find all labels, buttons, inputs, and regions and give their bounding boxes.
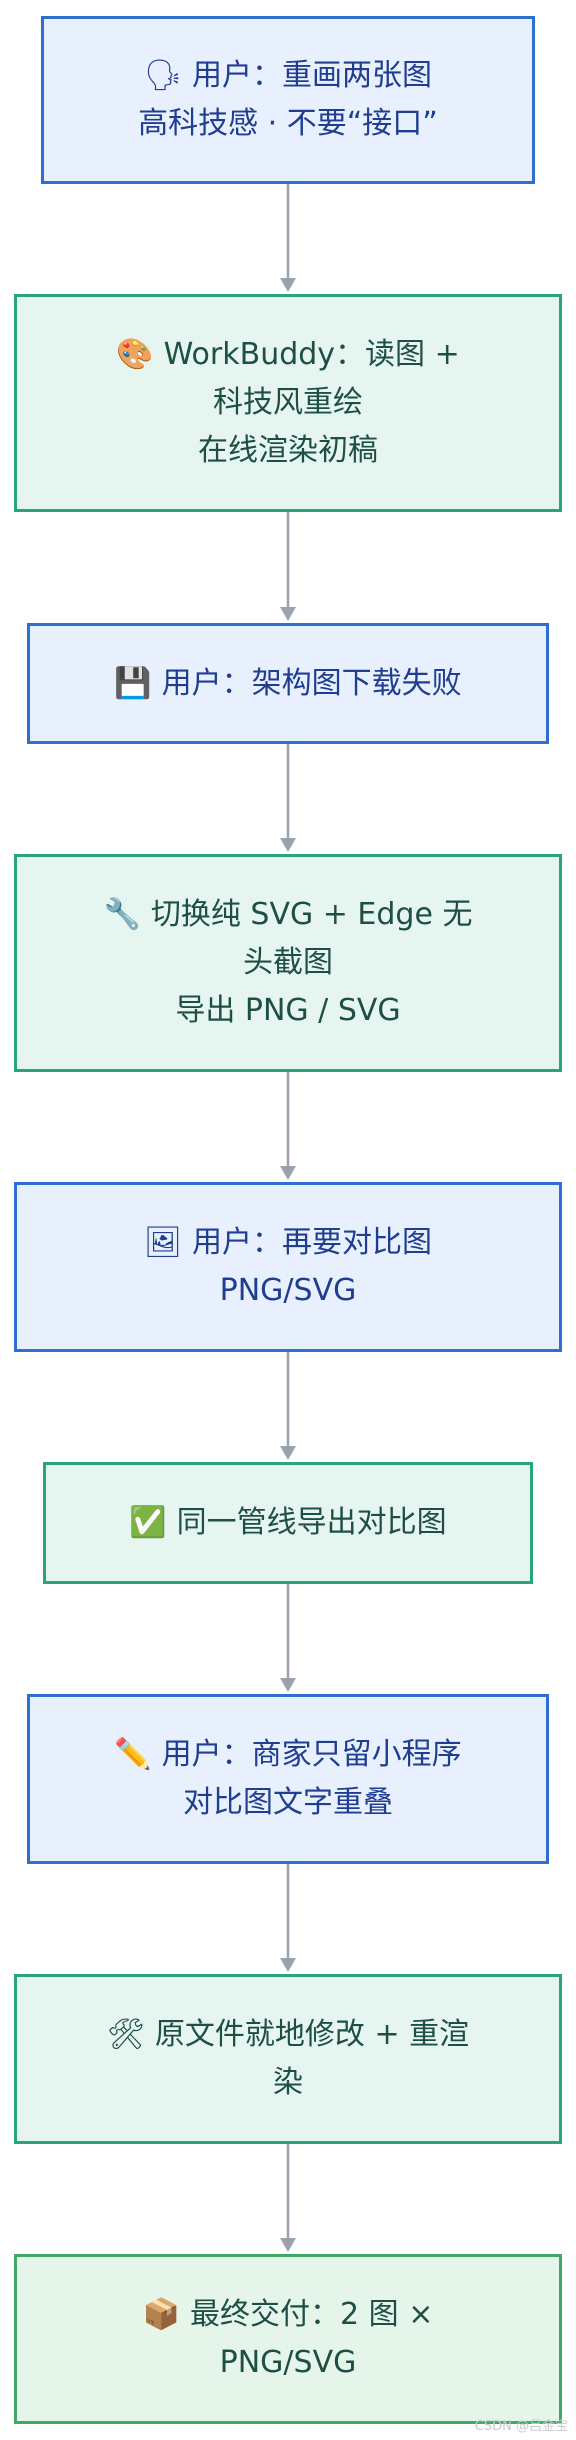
connector-arrowhead-4	[280, 1166, 296, 1180]
step-2-line-3: 在线渲染初稿	[198, 433, 378, 468]
check-mark-button-icon: ✅	[129, 1505, 167, 1540]
step-switch-svg-export: 🔧 切换纯 SVG + Edge 无 头截图 导出 PNG / SVG	[14, 854, 562, 1072]
pencil-icon: ✏️	[114, 1737, 152, 1772]
step-user-text-overlap: ✏️ 用户：商家只留小程序 对比图文字重叠	[27, 1694, 549, 1864]
step-user-download-failed: 💾用户：架构图下载失败	[27, 623, 549, 744]
speaking-head-icon: 🗣	[143, 58, 183, 93]
step-8-line-1: 原文件就地修改 + 重渲	[154, 2017, 470, 2052]
step-5-line-2: PNG/SVG	[219, 1273, 357, 1308]
watermark: CSDN @吕金宝	[474, 2419, 568, 2434]
step-4-line-3: 导出 PNG / SVG	[175, 993, 401, 1028]
framed-picture-icon: 🖼	[143, 1225, 183, 1260]
palette-icon: 🎨	[116, 337, 154, 372]
connector-arrowhead-6	[280, 1678, 296, 1692]
step-workbuddy-redraw: 🎨 WorkBuddy：读图 + 科技风重绘 在线渲染初稿	[14, 294, 562, 512]
step-9-line-1: 最终交付：2 图 ×	[190, 2297, 434, 2332]
step-user-request-redraw: 🗣 用户：重画两张图 高科技感 · 不要“接口”	[41, 16, 535, 184]
step-4-line-2: 头截图	[242, 945, 333, 980]
wrench-icon: 🔧	[103, 897, 141, 932]
connector-arrowhead-7	[280, 1958, 296, 1972]
connector-arrowhead-1	[280, 278, 296, 292]
floppy-disk-icon: 💾	[114, 665, 152, 701]
step-7-line-1: 用户：商家只留小程序	[161, 1737, 462, 1772]
connector-arrowhead-8	[280, 2238, 296, 2252]
connector-arrowhead-5	[280, 1446, 296, 1460]
step-5-line-1: 用户：再要对比图	[192, 1225, 433, 1260]
package-icon: 📦	[142, 2297, 181, 2332]
step-6-line-1: 同一管线导出对比图	[176, 1505, 447, 1540]
step-1-line-1: 用户：重画两张图	[192, 58, 433, 93]
connector-arrowhead-3	[280, 838, 296, 852]
step-9-line-2: PNG/SVG	[219, 2345, 357, 2380]
step-user-request-comparison: 🖼 用户：再要对比图 PNG/SVG	[14, 1182, 562, 1352]
step-8-line-2: 染	[273, 2065, 303, 2100]
connector-arrowhead-2	[280, 607, 296, 621]
step-inplace-fix-rerender: 🛠 原文件就地修改 + 重渲 染	[14, 1974, 562, 2144]
step-2-line-1: WorkBuddy：读图 +	[163, 337, 460, 372]
step-final-delivery: 📦 最终交付：2 图 × PNG/SVG	[14, 2254, 562, 2424]
step-1-line-2: 高科技感 · 不要“接口”	[138, 106, 438, 141]
hammer-and-wrench-icon: 🛠	[106, 2017, 145, 2052]
step-2-line-2: 科技风重绘	[213, 385, 363, 420]
step-3-line-1: 用户：架构图下载失败	[161, 665, 462, 701]
step-4-line-1: 切换纯 SVG + Edge 无	[150, 897, 473, 932]
step-7-line-2: 对比图文字重叠	[182, 1785, 393, 1820]
step-export-comparison: ✅ 同一管线导出对比图	[43, 1462, 533, 1584]
